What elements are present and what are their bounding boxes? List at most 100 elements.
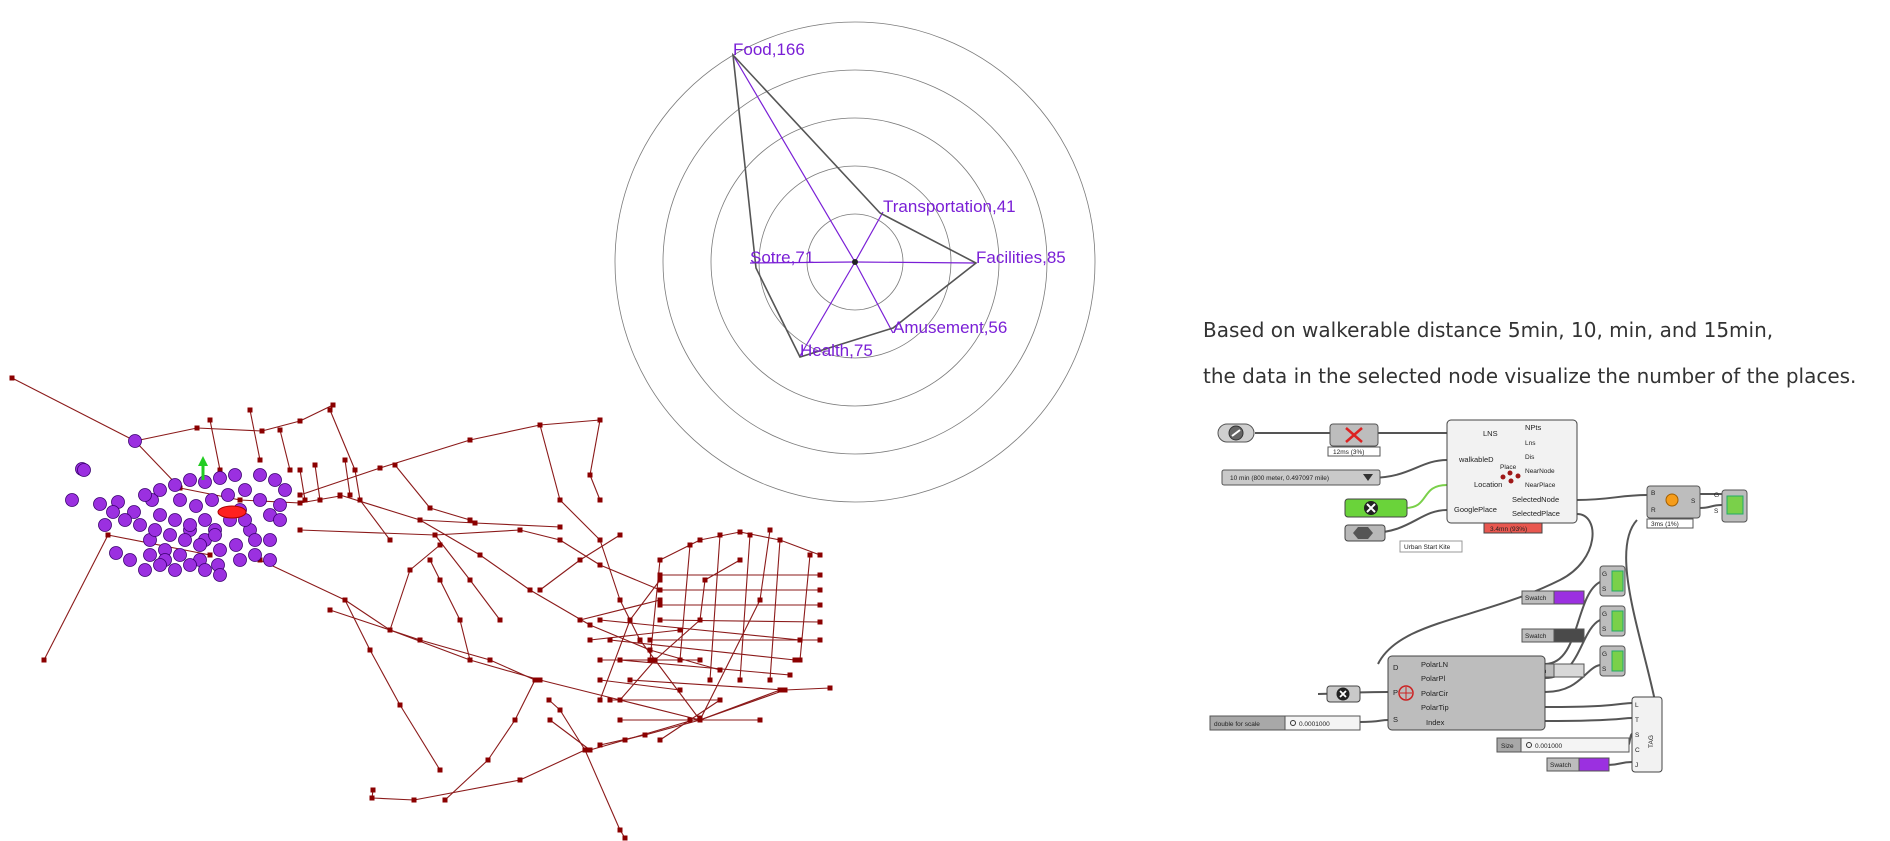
polar-icon	[1398, 685, 1414, 701]
street-edge	[439, 579, 461, 621]
gh-polar-input-d: D	[1393, 663, 1399, 672]
place-marker	[93, 497, 107, 511]
place-marker	[98, 518, 112, 532]
street-edge	[659, 719, 691, 741]
place-marker	[268, 473, 282, 487]
street-edge	[469, 579, 501, 621]
place-marker	[106, 505, 120, 519]
street-node	[312, 462, 318, 468]
street-node	[537, 422, 543, 428]
place-marker	[233, 553, 247, 567]
gh-swatch-tag[interactable]: Swatch	[1546, 757, 1610, 772]
place-marker	[248, 548, 262, 562]
gh-swatch-dark[interactable]: Swatch	[1521, 628, 1585, 643]
street-node	[487, 657, 493, 663]
gh-preview-4-port-g: G	[1602, 651, 1607, 658]
street-node	[717, 532, 723, 538]
street-node	[557, 707, 563, 713]
description-line-1: Based on walkerable distance 5min, 10, m…	[1203, 318, 1774, 342]
gh-orb-component[interactable]: B R S 3ms (1%)	[1646, 485, 1701, 529]
street-node	[287, 467, 293, 473]
street-node	[657, 577, 663, 583]
place-marker	[248, 533, 262, 547]
street-node	[357, 497, 363, 503]
place-marker	[238, 483, 252, 497]
street-node	[327, 407, 333, 413]
radar-labels: Food,166 Transportation,41 Facilities,85…	[733, 40, 1066, 360]
street-edge	[699, 689, 786, 721]
street-node	[597, 742, 603, 748]
street-node	[757, 597, 763, 603]
street-node	[297, 500, 303, 506]
street-edge	[519, 749, 586, 781]
place-marker	[173, 548, 187, 562]
radar-spoke	[854, 211, 884, 263]
street-node	[427, 557, 433, 563]
street-edge	[196, 427, 263, 432]
street-node	[817, 552, 823, 558]
street-node	[677, 687, 683, 693]
radar-spoke	[732, 54, 856, 263]
gh-orb-port-b: B	[1651, 490, 1655, 497]
street-edge	[784, 687, 831, 691]
street-node	[367, 647, 373, 653]
place-marker	[208, 528, 222, 542]
street-node	[657, 597, 663, 603]
street-edge	[279, 429, 291, 471]
place-marker	[138, 488, 152, 502]
radar-ring	[614, 21, 1096, 503]
street-node	[342, 597, 348, 603]
gh-tag-input-t: T	[1635, 717, 1639, 724]
place-marker	[143, 548, 157, 562]
street-edge	[339, 494, 421, 521]
street-edge	[579, 599, 661, 621]
street-node	[627, 677, 633, 683]
gh-preview-3[interactable]: G S	[1599, 605, 1626, 637]
gh-preview-4[interactable]: G S	[1599, 645, 1626, 677]
street-edge	[434, 529, 521, 536]
street-node	[707, 677, 713, 683]
gh-location-param[interactable]	[1344, 498, 1408, 518]
gh-polar-component[interactable]: D P S PolarLN PolarPl PolarCir PolarTip …	[1387, 655, 1546, 731]
gh-tag-component[interactable]: L T S C J TAG	[1631, 696, 1663, 773]
street-node	[337, 492, 343, 498]
gh-polar-point-param[interactable]	[1326, 685, 1361, 703]
street-edge	[479, 554, 531, 591]
slider-knob-icon	[1290, 720, 1296, 726]
street-edge	[43, 534, 109, 661]
street-node	[387, 537, 393, 543]
street-node	[717, 667, 723, 673]
gh-rule-component[interactable]: 12ms (3%)	[1327, 423, 1381, 457]
street-node	[767, 677, 773, 683]
street-edge	[413, 779, 521, 801]
gh-googleplace-param[interactable]	[1344, 524, 1386, 542]
street-node	[259, 428, 265, 434]
gh-swatch-purple[interactable]: Swatch	[1521, 590, 1585, 605]
place-marker	[198, 513, 212, 527]
street-node	[767, 527, 773, 533]
street-node	[297, 418, 303, 424]
street-node	[257, 557, 263, 563]
radar-label-facilities: Facilities,85	[976, 248, 1066, 267]
gh-lns-component[interactable]: LNS walkableD Location GooglePlace Place…	[1399, 419, 1578, 553]
street-node	[467, 577, 473, 583]
street-node	[587, 747, 593, 753]
gh-walk-distance-slider[interactable]: 10 min (800 meter, 0.497097 mile)	[1221, 469, 1381, 486]
gh-preview-1-port-g: G	[1714, 492, 1719, 499]
place-marker	[183, 558, 197, 572]
street-node	[647, 647, 653, 653]
gh-scale-slider[interactable]: double for scale 0.0001000	[1209, 715, 1361, 731]
gh-lns-output-nearplace: NearPlace	[1525, 482, 1556, 489]
street-node	[607, 637, 613, 643]
gh-size-slider[interactable]: Size 0.001000	[1496, 737, 1630, 753]
street-edge	[539, 679, 621, 701]
gh-tag-input-c: C	[1635, 747, 1640, 754]
gh-preview-2[interactable]: G S	[1599, 565, 1626, 597]
street-edge	[629, 579, 661, 621]
gh-toggle-node[interactable]	[1217, 423, 1255, 443]
street-edge	[699, 579, 706, 621]
gh-preview-1[interactable]: G S	[1714, 489, 1748, 523]
street-node	[370, 787, 376, 793]
street-node	[437, 577, 443, 583]
street-node	[657, 617, 663, 623]
